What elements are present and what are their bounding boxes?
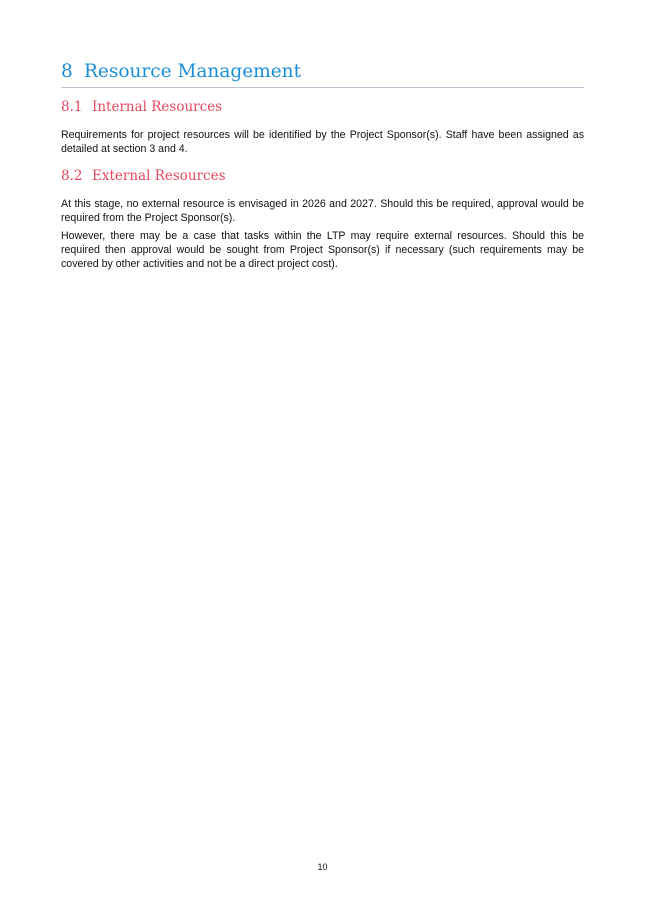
subsection-heading-internal: 8.1 Internal Resources [61,98,222,116]
subsection-title: Internal Resources [92,99,223,115]
subsection-title: External Resources [92,168,226,184]
section-number: 8 [61,61,73,82]
subsection-heading-external: 8.2 External Resources [61,167,226,185]
section-title: Resource Management [84,61,302,82]
section-heading: 8 Resource Management [61,60,584,88]
subsection-number: 8.2 [61,168,83,184]
page-number: 10 [317,862,328,872]
paragraph: Requirements for project resources will … [61,129,584,155]
subsection-number: 8.1 [61,99,83,115]
paragraph: At this stage, no external resource is e… [61,198,584,224]
paragraph: However, there may be a case that tasks … [61,230,584,270]
